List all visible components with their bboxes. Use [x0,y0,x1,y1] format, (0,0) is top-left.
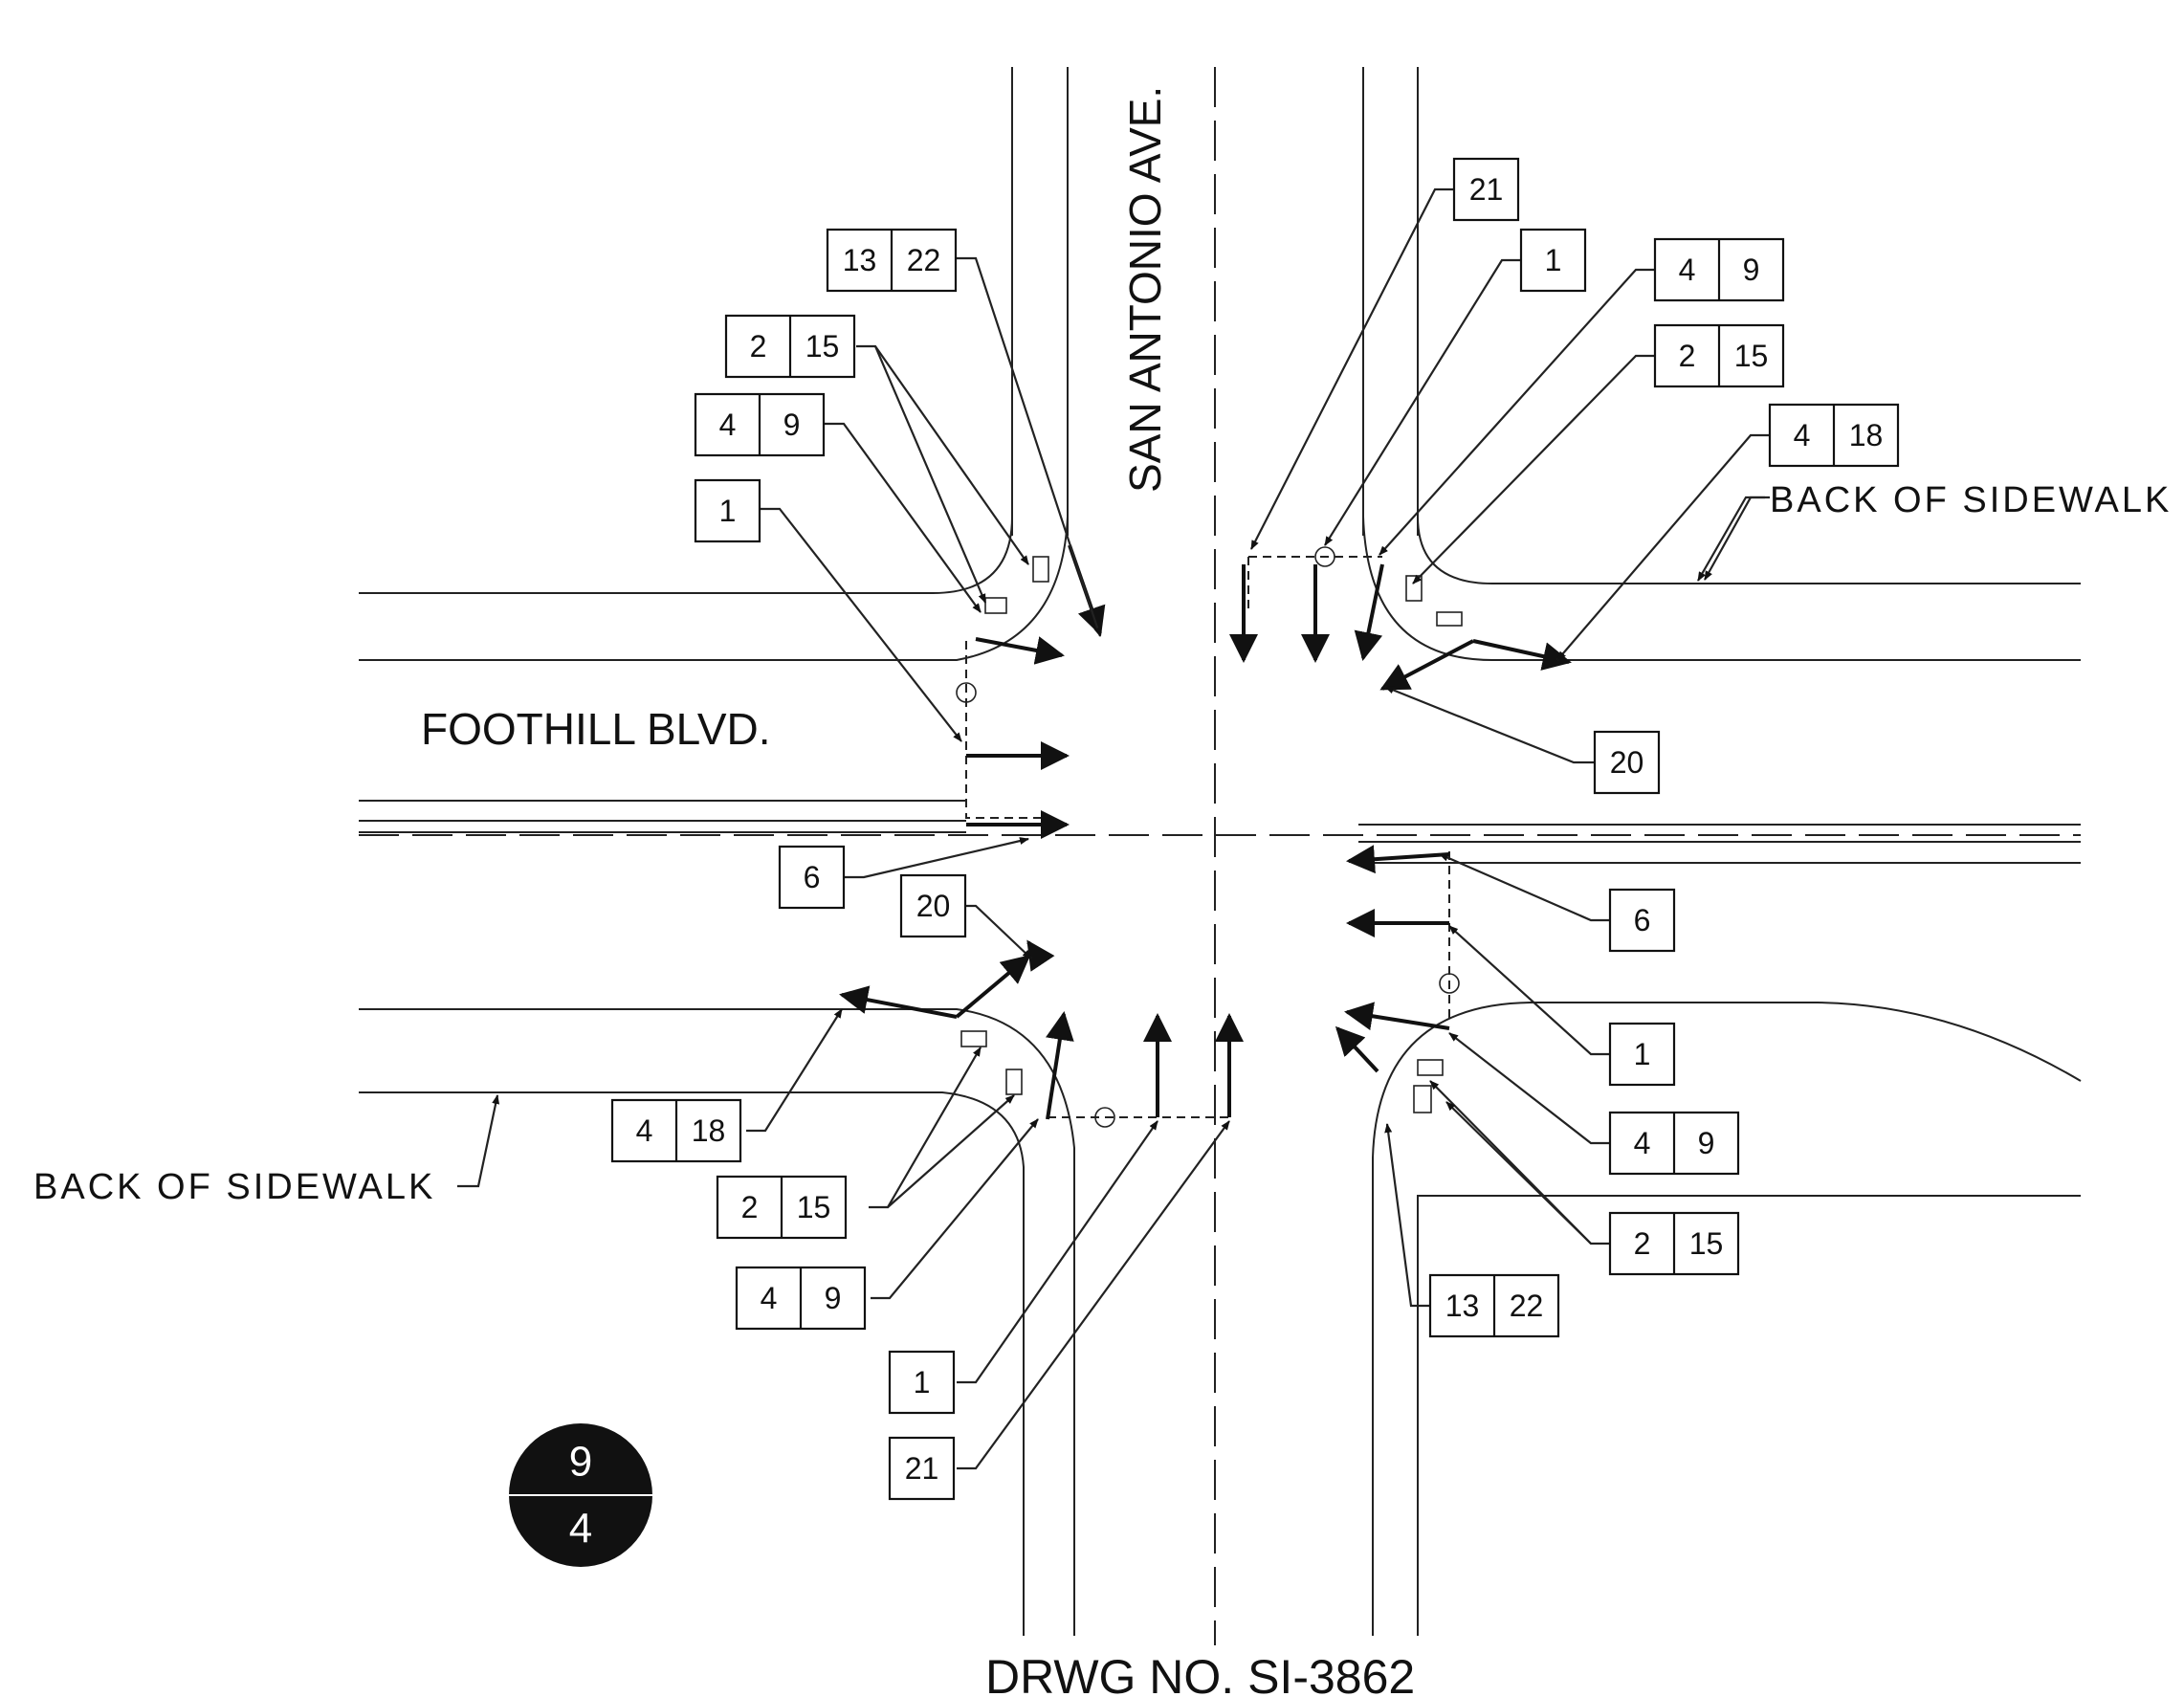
callout-sw-1-cell-0: 1 [914,1365,931,1399]
leader-lines [457,187,1770,1470]
callout-nw-1: 1 [694,478,761,543]
street-label-san-antonio: SAN ANTONIO AVE. [1120,86,1170,493]
back-of-sidewalk-label-right: BACK OF SIDEWALK [1770,480,2172,520]
callout-ne-4-18-cell-1: 18 [1849,418,1884,452]
callout-sw-4-18-cell-1: 18 [692,1113,726,1148]
callout-e-6: 6 [1608,888,1676,953]
drawing-number: DRWG NO. SI-3862 [985,1650,1415,1697]
callout-sw-4-18: 4 18 [610,1098,742,1163]
callout-nw-2-15-cell-1: 15 [805,329,840,364]
callout-se-4-9-cell-1: 9 [1698,1126,1715,1160]
callout-sw-2-15-cell-0: 2 [741,1190,759,1224]
callout-se-1: 1 [1608,1022,1676,1087]
callout-sw-2-15: 2 15 [716,1175,848,1240]
callout-ne-20-cell-0: 20 [1610,745,1644,780]
callout-nw-13-22-cell-0: 13 [843,243,877,277]
callout-ne-4-9-cell-1: 9 [1743,253,1760,287]
callout-ne-21: 21 [1452,157,1520,222]
sheet-badge: 9 4 [509,1423,652,1567]
callout-ne-2-15-cell-0: 2 [1679,339,1696,373]
callout-sw-4-9-cell-1: 9 [825,1281,842,1315]
callout-sw-21: 21 [888,1436,956,1501]
callout-sw-1: 1 [888,1350,956,1415]
callout-sw-20: 20 [899,873,967,938]
callout-nw-4-9-cell-0: 4 [719,408,737,442]
callout-ne-4-18: 4 18 [1768,403,1900,468]
callout-se-2-15-cell-0: 2 [1634,1226,1651,1261]
callout-w-6: 6 [778,845,846,910]
callout-ne-1-cell-0: 1 [1545,243,1562,277]
callout-se-13-22-cell-0: 13 [1445,1289,1480,1323]
callout-nw-2-15-cell-0: 2 [750,329,767,364]
callout-ne-20: 20 [1593,730,1661,795]
callout-se-4-9-cell-0: 4 [1634,1126,1651,1160]
callout-se-2-15-cell-1: 15 [1689,1226,1724,1261]
callout-w-6-cell-0: 6 [804,860,821,894]
callout-se-13-22-cell-1: 22 [1510,1289,1544,1323]
back-of-sidewalk-label-left: BACK OF SIDEWALK [33,1167,435,1207]
callout-sw-21-cell-0: 21 [905,1451,939,1486]
callout-e-6-cell-0: 6 [1634,903,1651,937]
callout-ne-21-cell-0: 21 [1469,172,1504,207]
callout-ne-4-18-cell-0: 4 [1794,418,1811,452]
callout-ne-2-15: 2 15 [1653,323,1785,388]
callout-se-2-15: 2 15 [1608,1211,1740,1276]
roadway-lines [359,67,2082,1645]
callout-se-1-cell-0: 1 [1634,1037,1651,1071]
callout-sw-4-9-cell-0: 4 [761,1281,778,1315]
callout-nw-2-15: 2 15 [724,314,856,379]
callout-nw-4-9-cell-1: 9 [783,408,801,442]
callout-nw-13-22: 13 22 [826,228,958,293]
callout-ne-4-9-cell-0: 4 [1679,253,1696,287]
callout-nw-13-22-cell-1: 22 [907,243,941,277]
callout-nw-1-cell-0: 1 [719,494,737,528]
callout-ne-2-15-cell-1: 15 [1734,339,1769,373]
callout-sw-4-18-cell-0: 4 [636,1113,653,1148]
callout-sw-2-15-cell-1: 15 [797,1190,831,1224]
sheet-badge-top: 9 [569,1439,592,1486]
callout-ne-1: 1 [1519,228,1587,293]
callout-se-13-22: 13 22 [1428,1273,1560,1338]
street-label-foothill: FOOTHILL BLVD. [421,704,771,754]
callout-sw-20-cell-0: 20 [916,889,951,923]
sheet-badge-bottom: 4 [569,1506,592,1553]
